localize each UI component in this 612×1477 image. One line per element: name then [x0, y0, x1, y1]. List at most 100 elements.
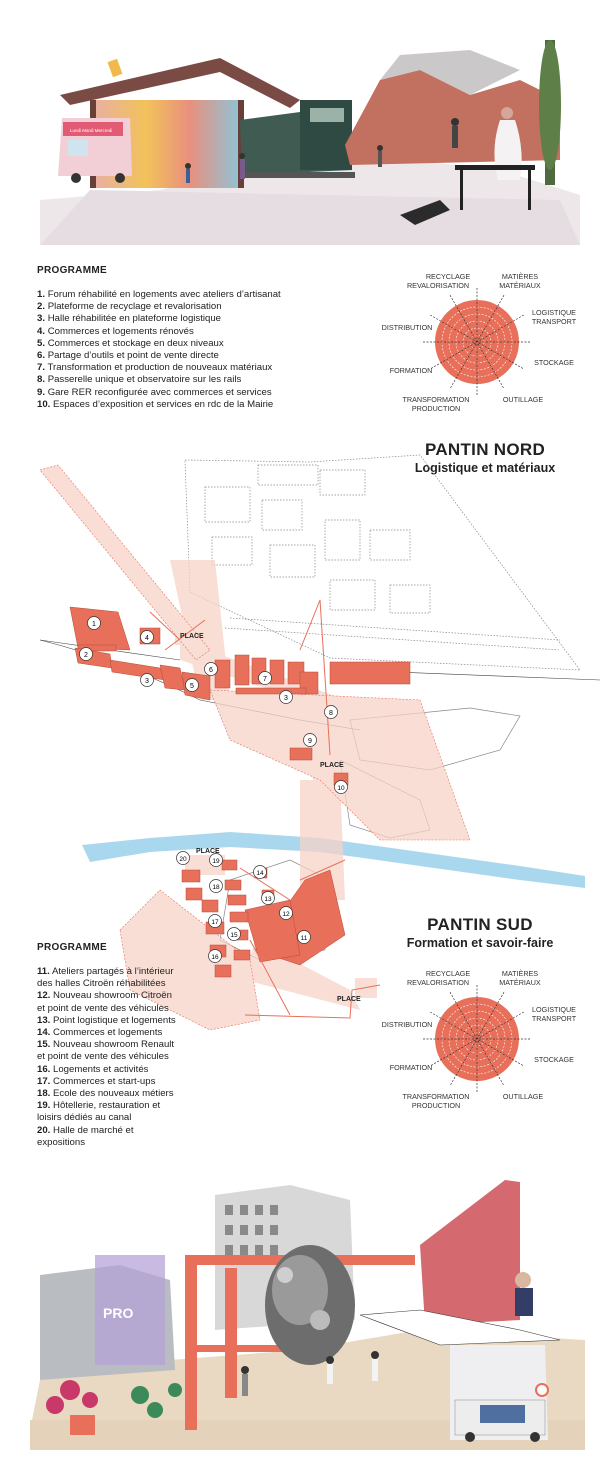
svg-text:3: 3: [145, 678, 149, 685]
top-collage-illustration: Lundi Mardi Mercredi: [40, 40, 580, 245]
svg-text:19: 19: [212, 858, 220, 865]
svg-text:14: 14: [256, 870, 264, 877]
south-programme-title: PROGRAMME: [37, 942, 107, 953]
svg-text:12: 12: [282, 911, 290, 918]
svg-text:4: 4: [145, 635, 149, 642]
svg-text:7: 7: [263, 676, 267, 683]
map-marker: 7: [258, 671, 272, 685]
radar-label: MATIÈRES: [502, 969, 538, 978]
place-label: PLACE: [337, 996, 361, 1003]
svg-text:10: 10: [337, 785, 345, 792]
map-marker: 12: [279, 906, 293, 920]
radar-label: DISTRIBUTION: [382, 1020, 433, 1029]
list-item: 6. Partage d’outils et point de vente di…: [37, 350, 219, 362]
svg-text:1: 1: [92, 621, 96, 628]
radar-label: OUTILLAGE: [503, 395, 544, 404]
list-item: 1. Forum réhabilité en logements avec at…: [37, 289, 281, 300]
svg-text:5: 5: [190, 683, 194, 690]
map-marker: 3: [279, 690, 293, 704]
radar-label: TRANSPORT: [532, 1014, 577, 1023]
list-item: 10. Espaces d’exposition et services en …: [37, 398, 274, 410]
radar-label: LOGISTIQUE: [532, 308, 576, 317]
radar-label: STOCKAGE: [534, 1055, 574, 1064]
radar-label: TRANSPORT: [532, 317, 577, 326]
svg-text:17: 17: [211, 919, 219, 926]
radar-label: PRODUCTION: [412, 1101, 460, 1110]
radar-label: TRANSFORMATION: [403, 1092, 470, 1101]
north-zone-title: PANTIN NORD Logistique et matériaux: [414, 440, 556, 475]
radar-label: DISTRIBUTION: [382, 323, 433, 332]
svg-text:18: 18: [212, 884, 220, 891]
map-marker: 13: [261, 891, 275, 905]
svg-text:9: 9: [308, 738, 312, 745]
list-item: 7. Transformation et production de nouve…: [37, 362, 273, 374]
place-label: PLACE: [196, 848, 220, 855]
radar-label: FORMATION: [390, 366, 433, 375]
map-marker: 19: [209, 853, 223, 867]
map-marker: 5: [185, 678, 199, 692]
svg-text:3: 3: [284, 695, 288, 702]
bottom-collage-illustration: PRO: [30, 1180, 585, 1450]
radar-label: RECYCLAGE: [426, 969, 471, 978]
map-marker: 9: [303, 733, 317, 747]
north-programme-title: PROGRAMME: [37, 265, 107, 276]
south-programme-list: 11. Ateliers partagés à l’intérieur des …: [37, 966, 182, 1149]
svg-text:16: 16: [211, 954, 219, 961]
radar-label: MATÉRIAUX: [499, 281, 541, 290]
place-label: PLACE: [180, 633, 204, 640]
radar-label: STOCKAGE: [534, 358, 574, 367]
radar-label: FORMATION: [390, 1063, 433, 1072]
place-label: PLACE: [320, 762, 344, 769]
canal: [82, 832, 585, 888]
map-marker: 17: [208, 914, 222, 928]
radar-label: REVALORISATION: [407, 978, 469, 987]
map-marker: 2: [79, 647, 93, 661]
map-marker: 10: [334, 780, 348, 794]
north-radar-diagram: RECYCLAGE REVALORISATION MATIÈRES MATÉRI…: [382, 272, 577, 413]
map-marker: 8: [324, 705, 338, 719]
radar-label: TRANSFORMATION: [403, 395, 470, 404]
radar-label: REVALORISATION: [407, 281, 469, 290]
list-item: 9. Gare RER reconfigurée avec commerces …: [37, 386, 272, 398]
truck-sign: Lundi Mardi Mercredi: [70, 128, 112, 133]
radar-label: PRODUCTION: [412, 404, 460, 413]
south-zone-title: PANTIN SUD Formation et savoir-faire: [406, 915, 554, 950]
banner-text: PRO: [103, 1305, 133, 1321]
radar-label: LOGISTIQUE: [532, 1005, 576, 1014]
radar-label: OUTILLAGE: [503, 1092, 544, 1101]
map-marker: 15: [227, 927, 241, 941]
map-marker: 16: [208, 949, 222, 963]
map-marker: 11: [297, 930, 311, 944]
svg-text:11: 11: [301, 935, 308, 942]
list-item: 3. Halle réhabilitée en plateforme logis…: [37, 313, 222, 325]
list-item: 19. Hôtellerie, restauration et loisirs …: [37, 1100, 161, 1124]
map-marker: 14: [253, 865, 267, 879]
list-item: 12. Nouveau showroom Citroën et point de…: [37, 990, 172, 1014]
list-item: 13. Point logistique et logements: [37, 1014, 176, 1026]
svg-text:15: 15: [230, 932, 238, 939]
list-item: 4. Commerces et logements rénovés: [37, 325, 194, 337]
list-item: 20. Halle de marché et expositions: [37, 1124, 134, 1148]
svg-text:6: 6: [209, 667, 213, 674]
map-marker: 20: [176, 851, 190, 865]
list-item: 11. Ateliers partagés à l’intérieur des …: [37, 966, 174, 990]
map-marker: 4: [140, 630, 154, 644]
list-item: 5. Commerces et stockage en deux niveaux: [37, 337, 224, 349]
svg-text:20: 20: [179, 856, 187, 863]
map-marker: 1: [87, 616, 101, 630]
radar-label: MATIÈRES: [502, 272, 538, 281]
radar-label: RECYCLAGE: [426, 272, 471, 281]
list-item: 16. Logements et activités: [37, 1063, 149, 1075]
svg-text:13: 13: [264, 896, 272, 903]
list-item: 17. Commerces et start-ups: [37, 1075, 156, 1087]
north-programme-list: 1. Forum réhabilité en logements avec at…: [37, 289, 337, 411]
svg-text:2: 2: [84, 652, 88, 659]
svg-text:8: 8: [329, 710, 333, 717]
map-marker: 18: [209, 879, 223, 893]
list-item: 8. Passerelle unique et observatoire sur…: [37, 374, 242, 386]
list-item: 14. Commerces et logements: [37, 1027, 163, 1039]
south-radar-diagram: RECYCLAGE REVALORISATION MATIÈRES MATÉRI…: [382, 969, 577, 1110]
map-marker: 6: [204, 662, 218, 676]
map-marker: 3: [140, 673, 154, 687]
list-item: 2. Plateforme de recyclage et revalorisa…: [37, 301, 222, 313]
